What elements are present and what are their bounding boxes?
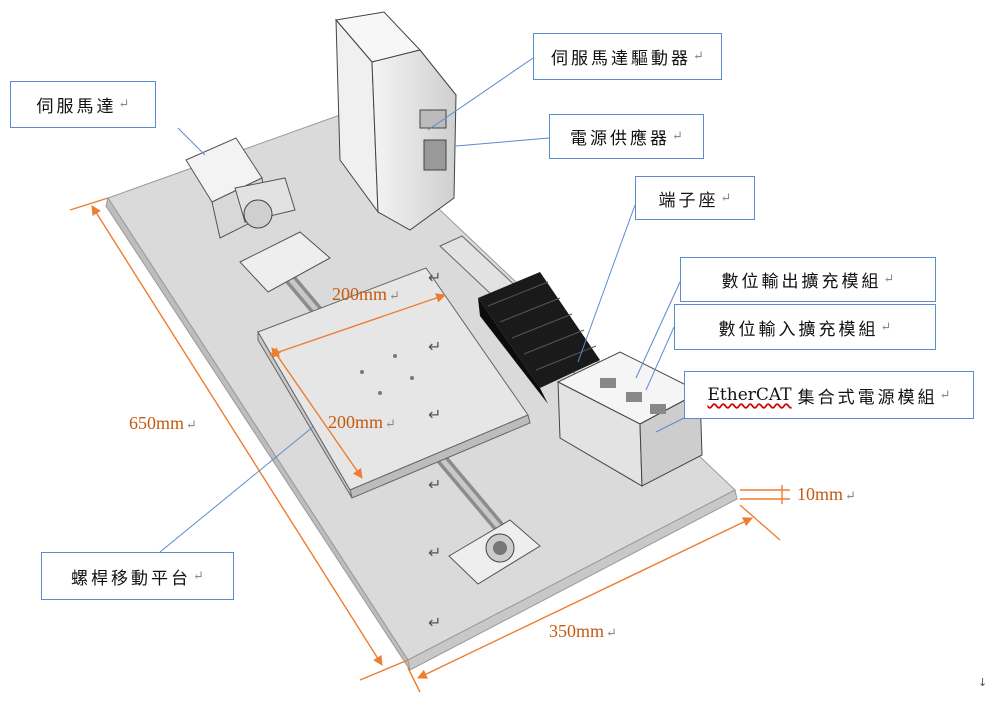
callout-digital-output: 數位輸出擴充模組↵: [680, 257, 936, 302]
callout-power-supply: 電源供應器↵: [549, 114, 704, 159]
callout-digital-input-text: 數位輸入擴充模組: [718, 319, 879, 340]
servo-driver: [335, 11, 457, 231]
return-mark: ↵: [672, 129, 683, 144]
return-mark: ↵: [883, 272, 895, 287]
dim-stage-width: 200mm↵: [332, 284, 400, 305]
svg-text:↵: ↵: [428, 405, 441, 424]
svg-text:↵: ↵: [428, 613, 441, 632]
callout-servo-driver: 伺服馬達驅動器↵: [533, 33, 722, 80]
dimension-lines: [69, 197, 790, 693]
dim-stage-depth-value: 200mm: [328, 412, 384, 432]
callout-ethercat-power-text: 集合式電源模組: [797, 387, 938, 408]
callout-terminal-block-text: 端子座: [658, 190, 719, 211]
dim-base-thickness-value: 10mm: [797, 484, 844, 504]
dim-base-thickness: 10mm↵: [797, 484, 856, 505]
return-mark: ↵: [845, 488, 856, 503]
callout-ethercat-brand: EtherCAT: [707, 385, 792, 405]
callout-digital-input: 數位輸入擴充模組↵: [674, 304, 936, 350]
return-mark: ↵: [939, 387, 951, 403]
dim-base-width: 350mm↵: [549, 621, 617, 642]
svg-text:↵: ↵: [428, 543, 441, 562]
callout-power-supply-text: 電源供應器: [570, 129, 671, 149]
dim-base-length-value: 650mm: [129, 413, 185, 433]
return-mark: ↵: [606, 625, 617, 640]
page-end-mark: ↓: [978, 676, 988, 689]
callout-servo-motor-text: 伺服馬達: [36, 97, 117, 117]
return-mark: ↵: [693, 49, 704, 64]
callout-digital-output-text: 數位輸出擴充模組: [721, 272, 882, 292]
callout-terminal-block: 端子座↵: [635, 176, 755, 220]
terminal-block: [478, 272, 600, 404]
return-mark: ↵: [118, 97, 130, 112]
leader-lines: [159, 57, 685, 553]
svg-text:↵: ↵: [428, 337, 441, 356]
return-mark: ↵: [720, 190, 732, 206]
return-mark: ↵: [385, 416, 396, 431]
svg-text:↵: ↵: [428, 268, 441, 287]
svg-text:↵: ↵: [428, 475, 441, 494]
callout-screw-stage: 螺桿移動平台↵: [41, 552, 234, 600]
callout-screw-stage-text: 螺桿移動平台: [71, 568, 192, 589]
return-mark: ↵: [193, 568, 204, 584]
callout-servo-driver-text: 伺服馬達驅動器: [551, 49, 692, 69]
dim-base-length: 650mm↵: [129, 413, 197, 434]
callout-servo-motor: 伺服馬達↵: [10, 81, 156, 128]
dim-stage-depth: 200mm↵: [328, 412, 396, 433]
return-mark: ↵: [880, 319, 892, 335]
return-mark: ↵: [389, 288, 400, 303]
dim-base-width-value: 350mm: [549, 621, 605, 641]
dim-stage-width-value: 200mm: [332, 284, 388, 304]
return-mark: ↵: [186, 417, 197, 432]
